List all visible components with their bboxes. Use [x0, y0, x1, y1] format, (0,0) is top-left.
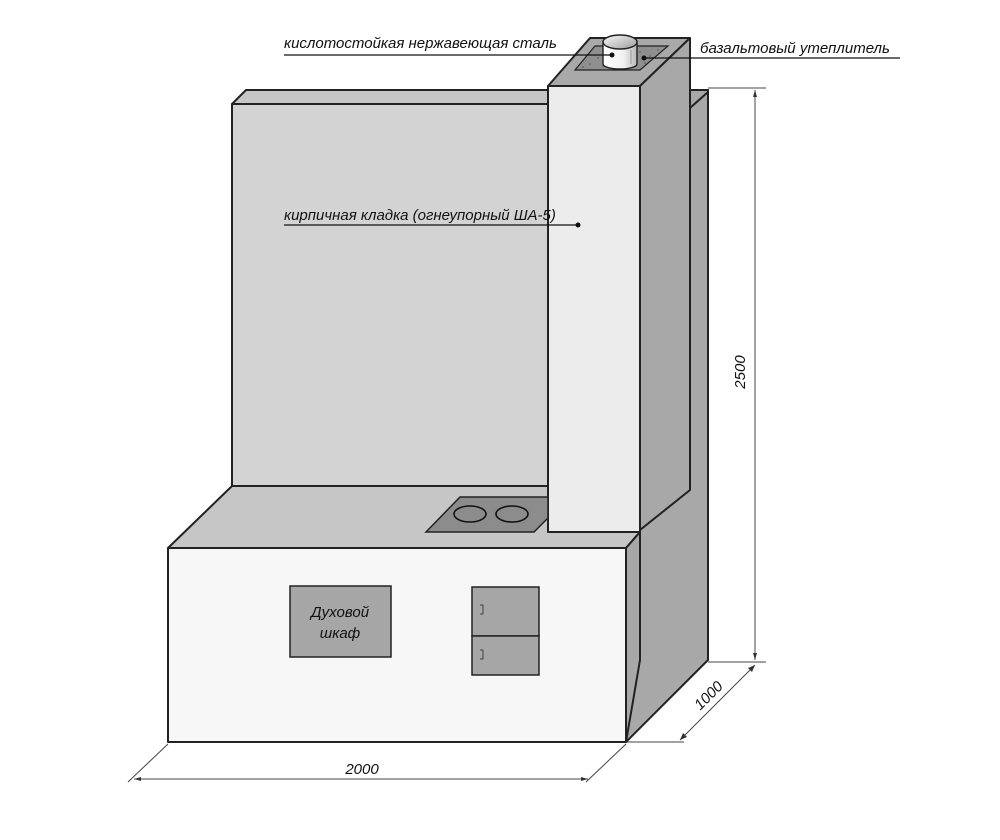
drawers: [471, 586, 540, 676]
dimension-width: 2000: [127, 743, 627, 783]
depth-value: 1000: [691, 678, 727, 714]
drawer-handle-icon: [480, 649, 484, 660]
height-value: 2500: [732, 355, 749, 390]
stainless-pipe: [602, 34, 638, 70]
annotations: кислотостойкая нержавеющая сталь базальт…: [284, 35, 900, 228]
drawer-top: [471, 586, 540, 637]
chimney: [547, 34, 691, 533]
drawer-bottom: [471, 635, 540, 676]
oven-label-line1: Духовой: [309, 604, 370, 621]
drawer-handle-icon: [480, 604, 484, 615]
cooktop: [424, 496, 549, 533]
oven: Духовой шкаф: [289, 585, 392, 658]
width-value: 2000: [344, 761, 379, 778]
dimension-height: 2500: [708, 87, 766, 660]
pipe-label: кислотостойкая нержавеющая сталь: [284, 35, 557, 52]
brick-label: кирпичная кладка (огнеупорный ША-5): [284, 207, 556, 224]
burner-left-icon: [453, 505, 487, 523]
insulation-label: базальтовый утеплитель: [700, 40, 890, 57]
oven-label-line2: шкаф: [320, 625, 361, 642]
burner-right-icon: [495, 505, 529, 523]
back-wall: [231, 89, 549, 491]
